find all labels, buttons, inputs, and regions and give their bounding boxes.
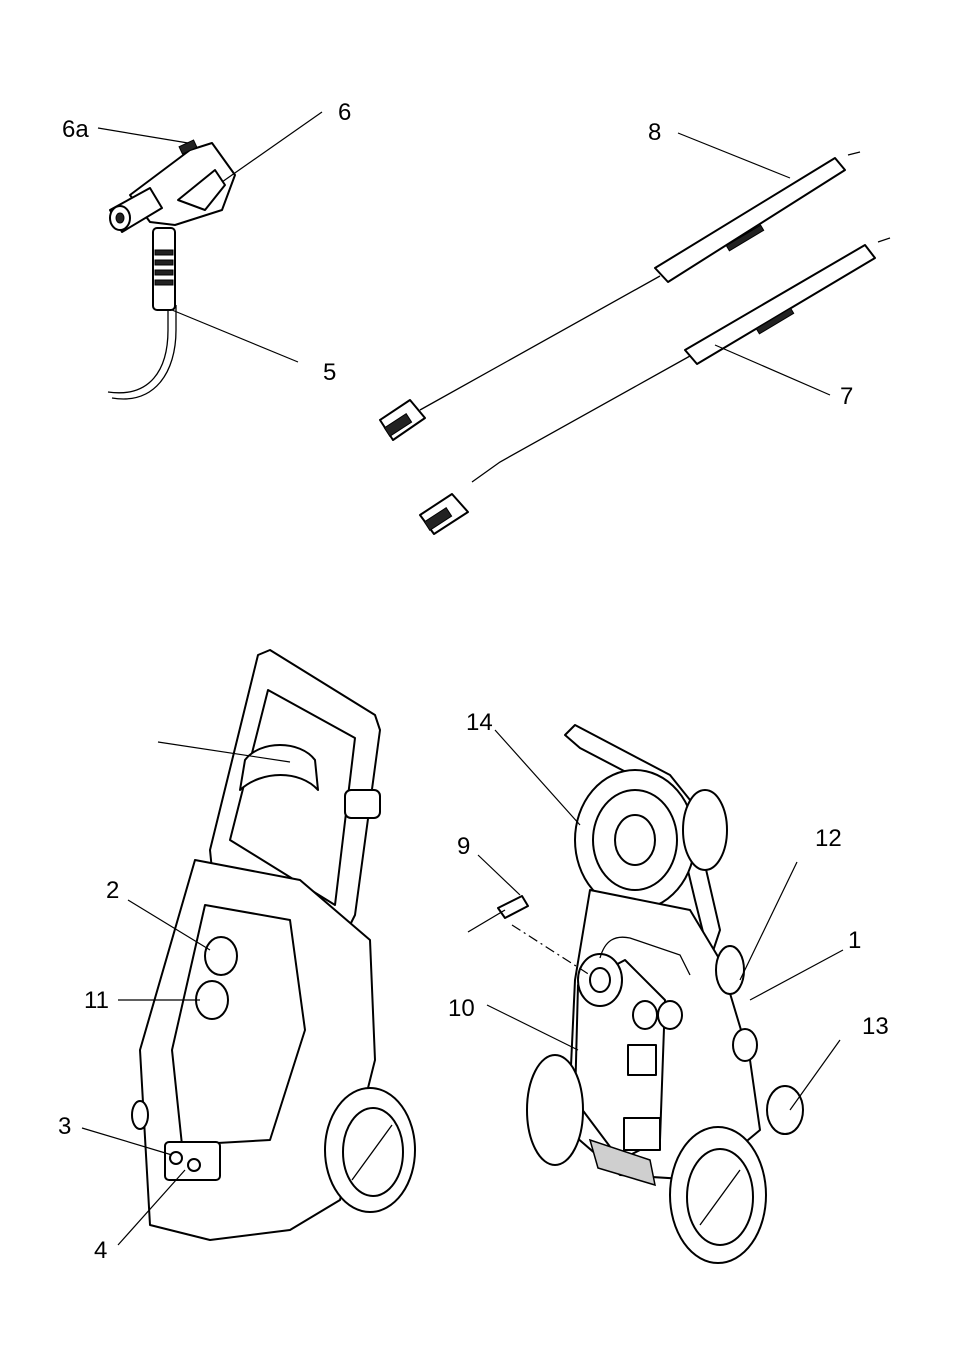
callout-4: 4 bbox=[94, 1237, 107, 1264]
callout-13: 13 bbox=[862, 1013, 889, 1040]
washer-rear-view bbox=[468, 725, 803, 1263]
callout-5: 5 bbox=[323, 359, 336, 386]
spray-gun bbox=[108, 140, 235, 399]
callout-7: 7 bbox=[840, 383, 853, 410]
callout-10: 10 bbox=[448, 995, 475, 1022]
callout-14: 14 bbox=[466, 709, 493, 736]
callout-6: 6 bbox=[338, 99, 351, 126]
washer-front-view bbox=[132, 650, 415, 1240]
callout-6a: 6a bbox=[62, 116, 89, 143]
callout-3: 3 bbox=[58, 1113, 71, 1140]
callout-8: 8 bbox=[648, 119, 661, 146]
callout-12: 12 bbox=[815, 825, 842, 852]
lance-7 bbox=[420, 238, 890, 534]
callout-11: 11 bbox=[84, 987, 109, 1014]
callout-1: 1 bbox=[848, 927, 861, 954]
callout-2: 2 bbox=[106, 877, 119, 904]
callout-9: 9 bbox=[457, 833, 470, 860]
